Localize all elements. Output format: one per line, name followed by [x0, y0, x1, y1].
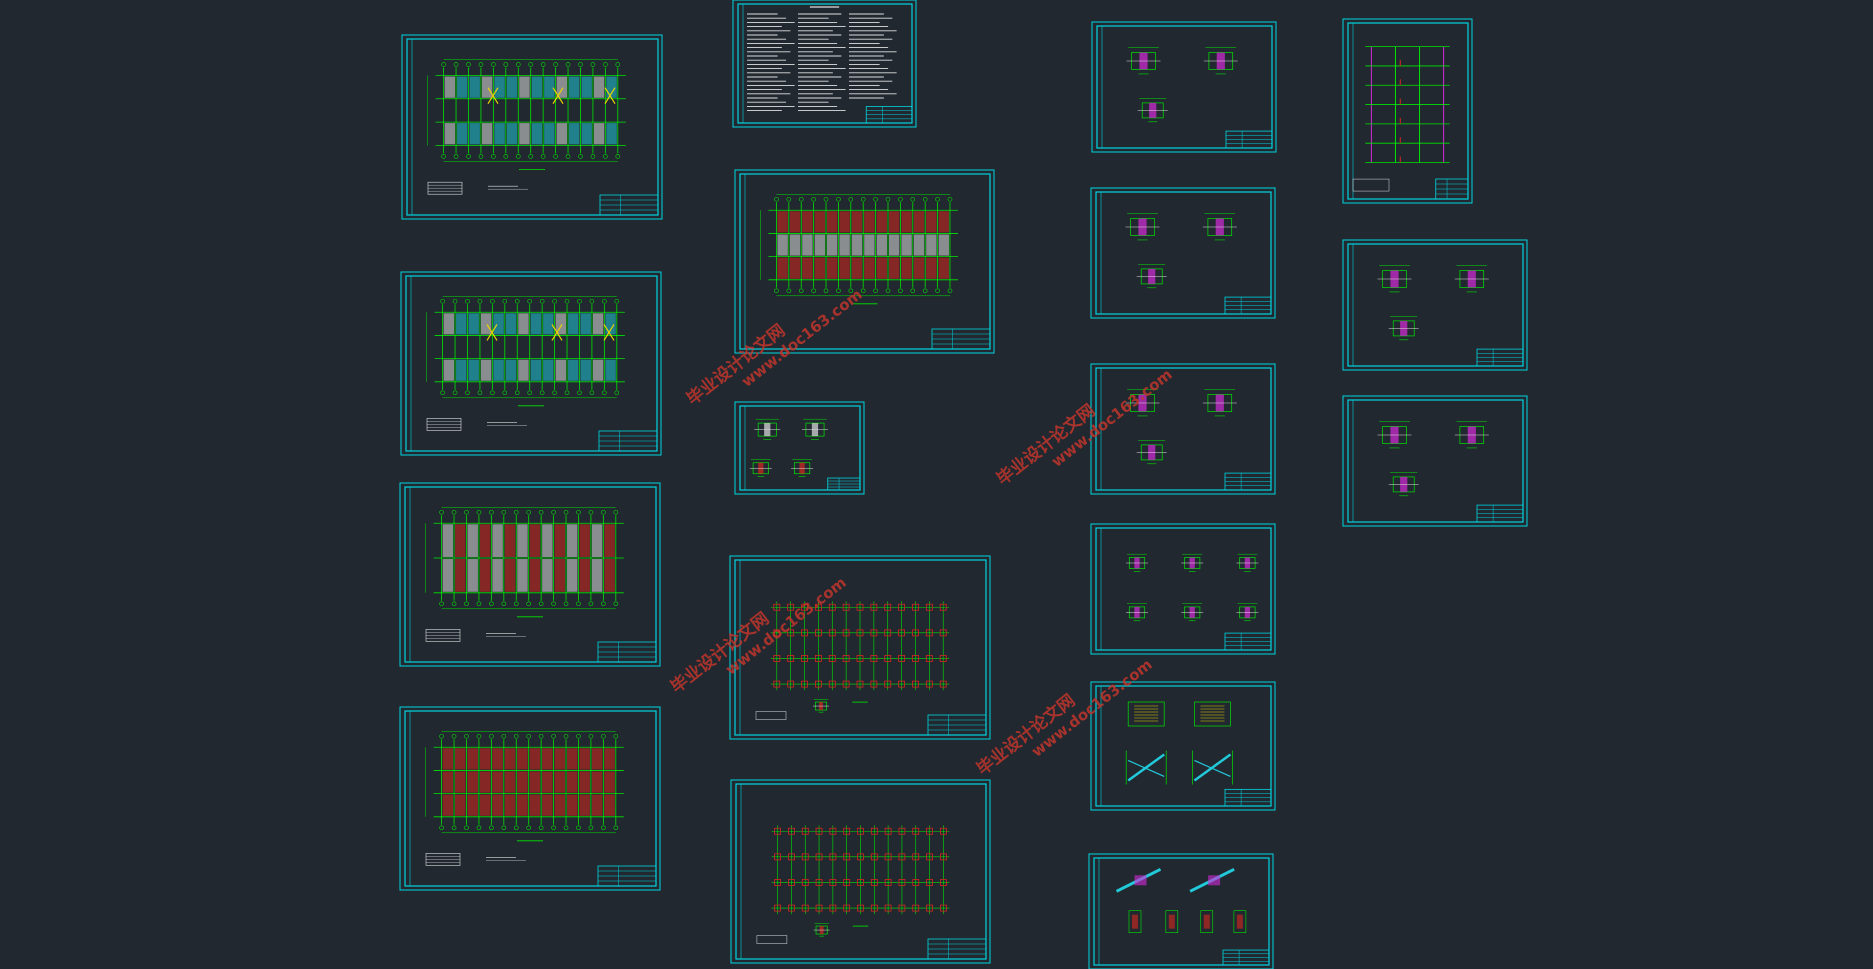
drawing-sheet[interactable] — [730, 779, 991, 964]
drawing-sheet[interactable] — [1088, 853, 1274, 969]
drawing-sheet[interactable] — [734, 169, 995, 354]
drawing-sheet[interactable] — [732, 0, 917, 128]
drawing-sheet[interactable] — [400, 271, 662, 456]
drawing-sheet[interactable] — [399, 706, 661, 891]
drawing-sheet[interactable] — [1090, 187, 1276, 319]
drawing-sheet[interactable] — [1091, 21, 1277, 153]
drawing-sheet[interactable] — [1342, 18, 1473, 204]
drawing-sheet[interactable] — [1090, 363, 1276, 495]
drawing-sheet[interactable] — [1342, 239, 1528, 371]
drawing-sheet[interactable] — [734, 401, 865, 495]
drawing-sheet[interactable] — [1090, 681, 1276, 811]
drawing-sheet[interactable] — [399, 482, 661, 667]
drawing-sheet[interactable] — [729, 555, 991, 740]
drawing-sheet[interactable] — [1090, 523, 1276, 655]
drawing-sheet[interactable] — [1342, 395, 1528, 527]
drawing-sheet[interactable] — [401, 34, 663, 220]
